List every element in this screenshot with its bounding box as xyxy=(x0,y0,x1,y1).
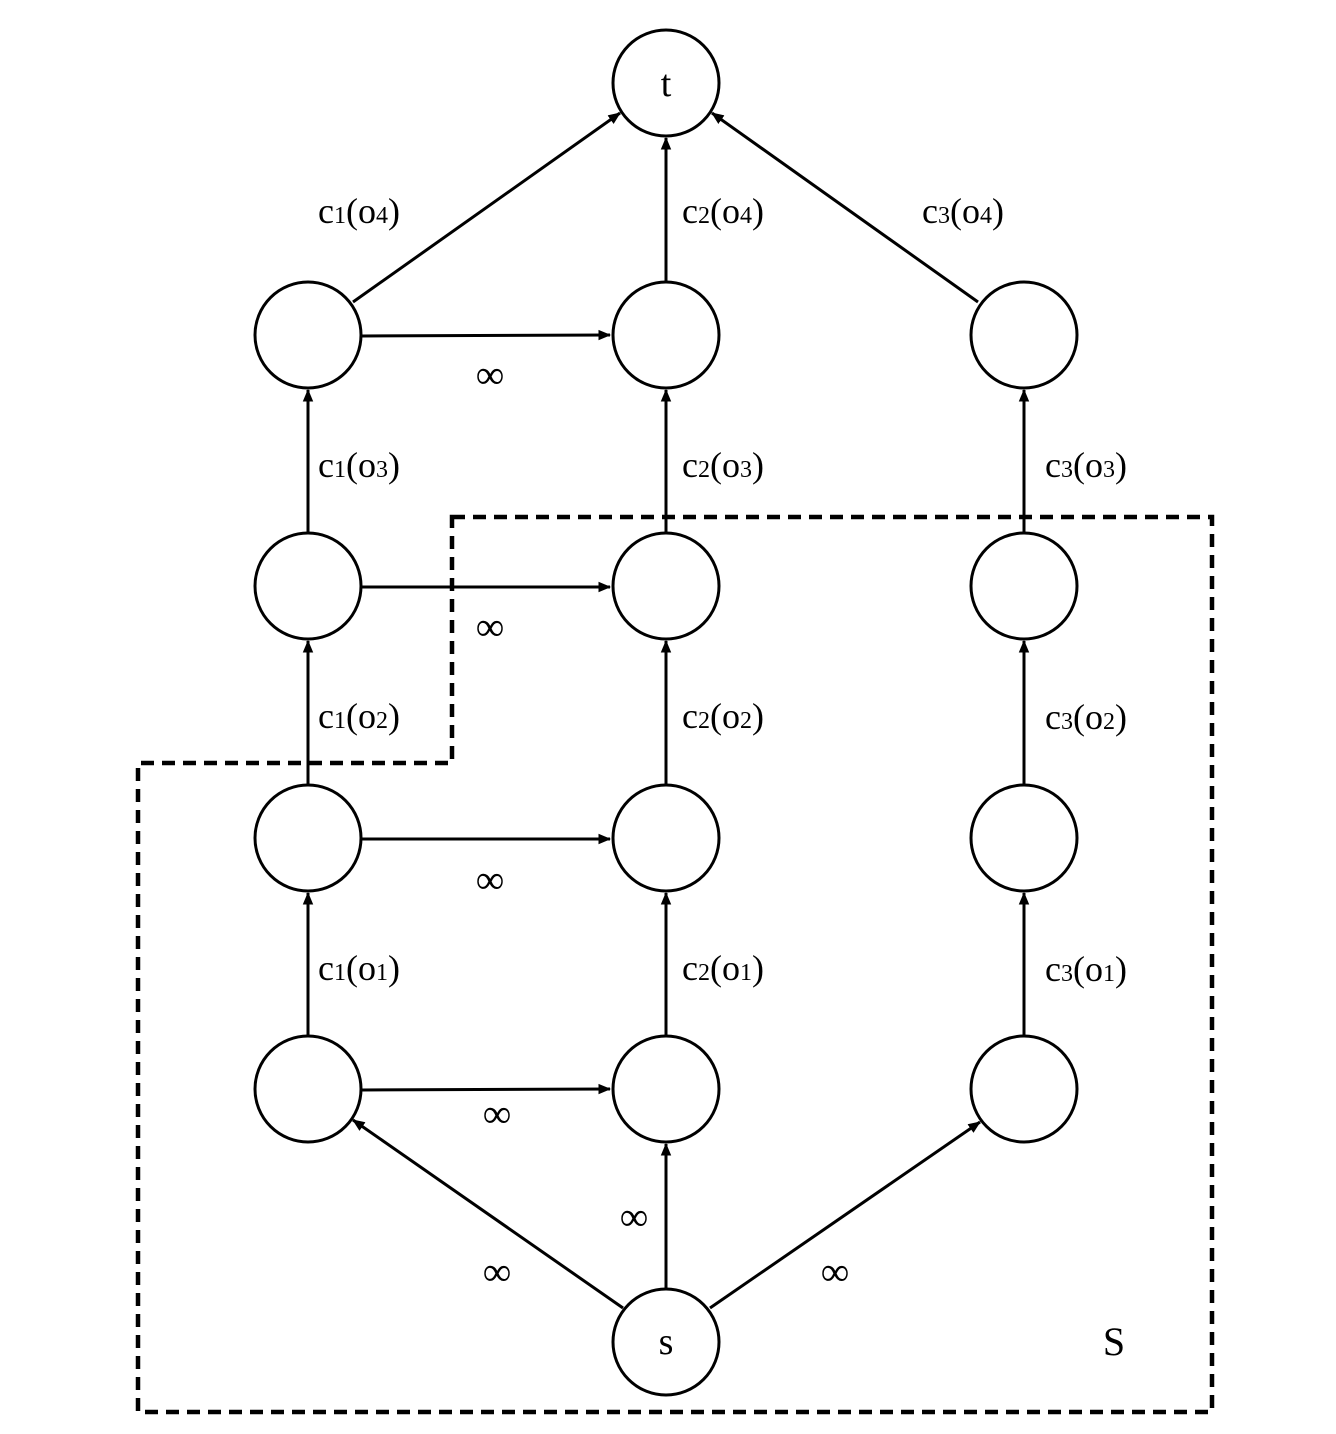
inf-label-row4: ∞ xyxy=(476,352,505,397)
edge-s-to-col3-row1 xyxy=(709,1120,981,1310)
node-col3-row4 xyxy=(969,280,1079,390)
edge-row1-col1-to-col2 xyxy=(361,1083,612,1095)
edge-cost-labels: c1(o4) c2(o4) c3(o4) c1(o3) c2(o3) c3(o3… xyxy=(318,191,1127,989)
node-col3-row1 xyxy=(969,1034,1079,1144)
label-c3-o1: c3(o1) xyxy=(1045,949,1127,989)
edge-col1-row4-to-t xyxy=(352,111,621,304)
edge-row4-col1-to-col2 xyxy=(361,329,612,341)
node-s xyxy=(611,1287,721,1397)
label-c3-o2: c3(o2) xyxy=(1045,697,1127,737)
node-col2-row1 xyxy=(611,1034,721,1144)
node-col1-row4 xyxy=(253,280,363,390)
node-col2-row4 xyxy=(611,280,721,390)
node-t xyxy=(611,28,721,138)
edges xyxy=(302,111,1030,1310)
inf-label-row2: ∞ xyxy=(476,857,505,902)
node-col1-row3 xyxy=(253,531,363,641)
inf-label-s-col2: ∞ xyxy=(620,1194,649,1239)
edge-col3-row4-to-t xyxy=(711,111,979,304)
label-c3-o3: c3(o3) xyxy=(1045,445,1127,485)
inf-label-row3: ∞ xyxy=(476,604,505,649)
inf-label-s-col1: ∞ xyxy=(483,1249,512,1294)
nodes xyxy=(253,28,1079,1397)
label-c1-o2: c1(o2) xyxy=(318,696,400,736)
label-c2-o3: c2(o3) xyxy=(682,445,764,485)
node-col1-row2 xyxy=(253,783,363,893)
label-c1-o3: c1(o3) xyxy=(318,445,400,485)
label-c3-o4: c3(o4) xyxy=(922,191,1004,231)
label-c1-o1: c1(o1) xyxy=(318,948,400,988)
edge-s-to-col1-row1 xyxy=(352,1118,624,1310)
node-t-label: t xyxy=(661,63,672,105)
node-col2-row3 xyxy=(611,531,721,641)
infinity-labels: ∞ ∞ ∞ ∞ ∞ ∞ ∞ xyxy=(476,352,850,1294)
node-col3-row2 xyxy=(969,783,1079,893)
inf-label-row1: ∞ xyxy=(483,1091,512,1136)
label-c2-o2: c2(o2) xyxy=(682,696,764,736)
node-s-label: s xyxy=(659,1321,674,1363)
node-col2-row2 xyxy=(611,783,721,893)
cut-set-label: S xyxy=(1103,1319,1125,1364)
label-c2-o4: c2(o4) xyxy=(682,191,764,231)
cut-boundary xyxy=(135,514,1215,1415)
label-c1-o4: c1(o4) xyxy=(318,191,400,231)
node-col1-row1 xyxy=(253,1034,363,1144)
label-c2-o1: c2(o1) xyxy=(682,948,764,988)
node-col3-row3 xyxy=(969,531,1079,641)
inf-label-s-col3: ∞ xyxy=(821,1249,850,1294)
